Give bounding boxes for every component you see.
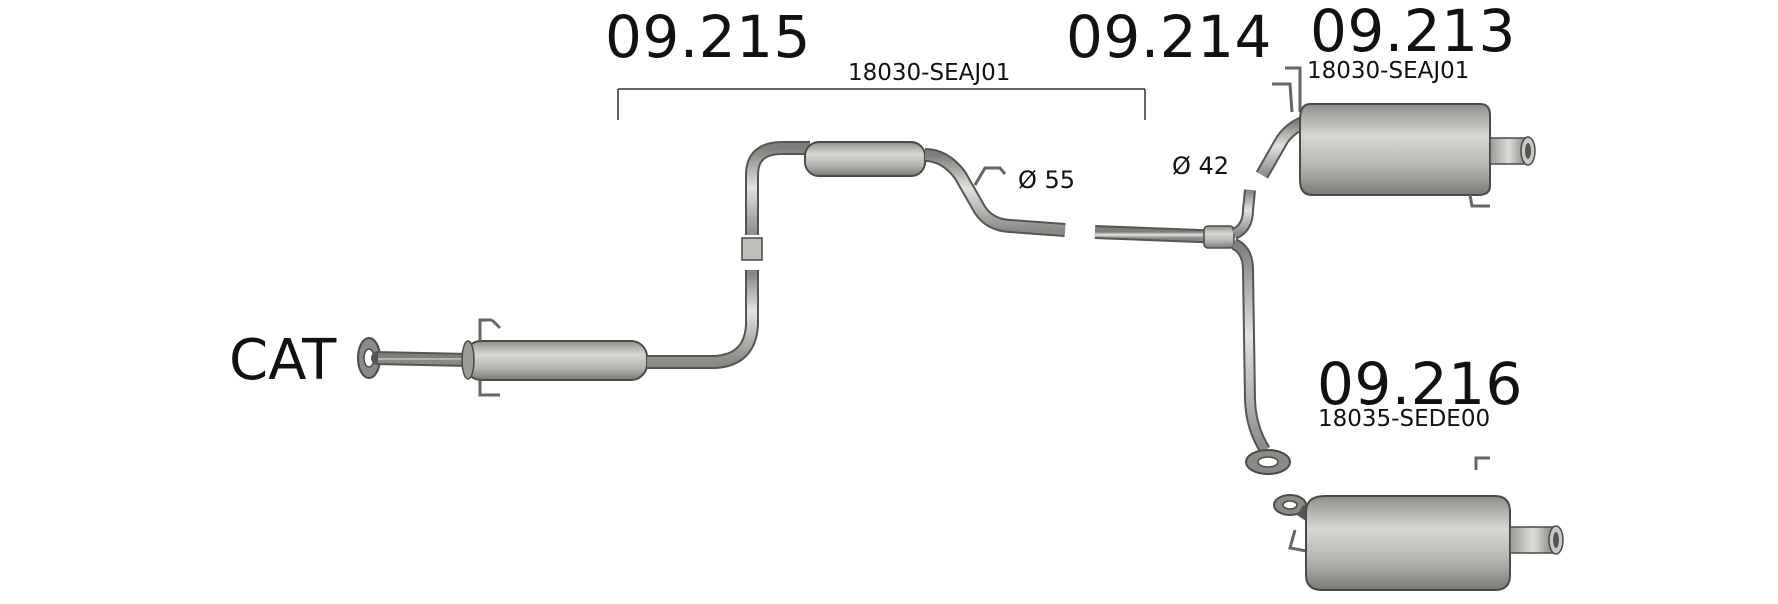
diameter-42-label: Ø 42 <box>1172 152 1230 180</box>
rear-left-muffler <box>1273 456 1564 591</box>
part-number-09215: 09.215 <box>605 3 811 71</box>
cat-label: CAT <box>229 328 337 393</box>
oem-number-front-middle: 18030-SEAJ01 <box>848 60 1011 86</box>
center-resonator <box>804 141 926 177</box>
oem-number-rear-left: 18035-SEDE00 <box>1318 406 1491 432</box>
rear-right-muffler <box>1255 66 1536 208</box>
part-number-09214: 09.214 <box>1066 3 1272 71</box>
riser-pipe <box>745 141 810 235</box>
diameter-55-label: Ø 55 <box>1018 166 1076 194</box>
front-outlet-pipe <box>647 270 759 369</box>
lower-flange <box>1245 449 1291 475</box>
part-number-09216: 09.216 <box>1317 350 1523 418</box>
middle-y-pipe-section <box>1094 189 1291 475</box>
oem-bracket <box>617 88 1146 120</box>
part-number-09213: 09.213 <box>1310 0 1516 65</box>
front-pipe-section <box>357 141 1066 397</box>
hanger-bracket <box>973 166 1007 186</box>
oem-number-rear-right: 18030-SEAJ01 <box>1307 58 1470 84</box>
y-junction <box>1203 225 1235 249</box>
front-silencer <box>461 318 648 397</box>
